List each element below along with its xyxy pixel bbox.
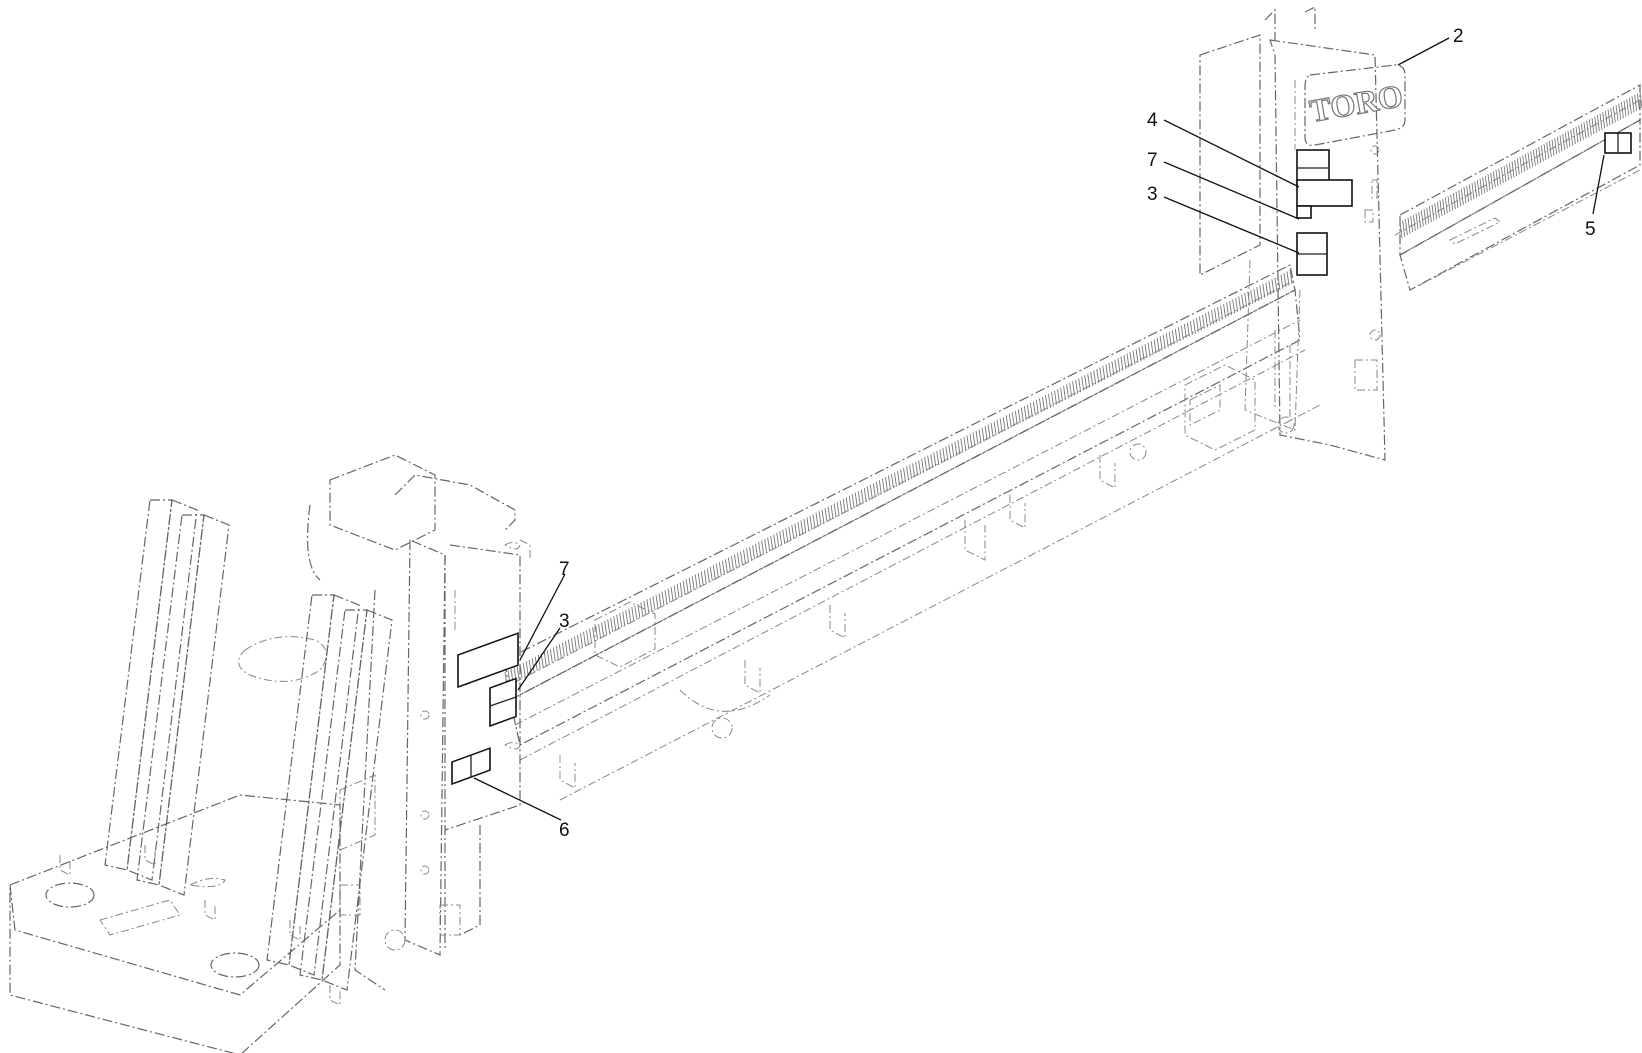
- decal-7-left: [457, 632, 519, 689]
- base-stand: [9, 499, 393, 1053]
- rail-extension: [1394, 83, 1642, 291]
- callout-4: 4: [1147, 110, 1158, 131]
- callout-7-left: 7: [559, 559, 570, 580]
- decal-5: [1604, 132, 1632, 154]
- decal-7-right: [1296, 179, 1353, 219]
- callout-2: 2: [1453, 26, 1464, 47]
- toro-logo-plate: TORO: [1304, 64, 1406, 146]
- left-tower: [238, 454, 531, 991]
- rail-brackets: [559, 364, 1256, 789]
- callout-labels: 2 4 7 3 5 7 3 6: [559, 26, 1596, 841]
- gear-rack-main: [504, 269, 1293, 687]
- decal-6: [451, 747, 491, 786]
- callout-5: 5: [1585, 219, 1596, 240]
- callout-6: 6: [559, 820, 570, 841]
- callout-7-right: 7: [1147, 150, 1158, 171]
- boom-rail: [499, 264, 1321, 801]
- toro-logo-text: TORO: [1307, 77, 1405, 129]
- decal-3-right: [1296, 232, 1328, 276]
- right-tower: [1199, 6, 1386, 461]
- callout-3-right: 3: [1147, 184, 1158, 205]
- gear-rack-extension: [1399, 91, 1642, 239]
- callout-3-left: 3: [559, 611, 570, 632]
- leader-lines: [473, 37, 1605, 821]
- decal-3-left: [489, 677, 517, 728]
